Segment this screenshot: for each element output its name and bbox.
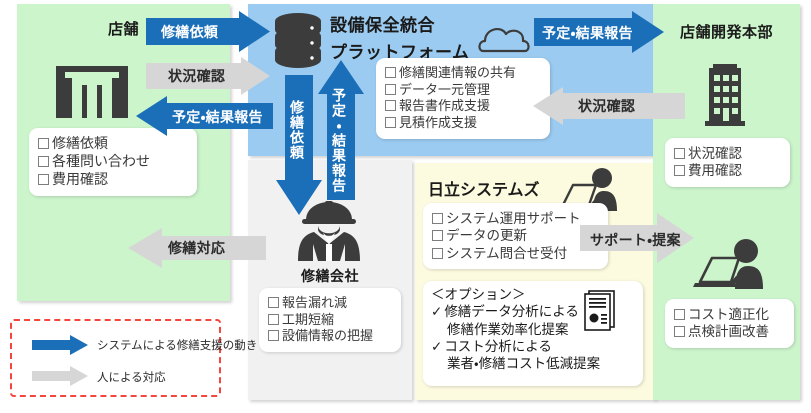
hitachi-note-line: データの更新 <box>432 227 599 244</box>
repair-note-line: 設備情報の把握 <box>268 328 392 345</box>
platform-note-line: 報告書作成支援 <box>385 98 541 115</box>
arrow-label-status-check-left: 状況確認 <box>168 68 226 84</box>
store-note-line: 修繕依頼 <box>38 135 188 153</box>
platform-note-line: データ一元管理 <box>385 82 541 99</box>
option-item-2-line2: 業者・修繕コスト低減提案 <box>447 356 601 372</box>
store-note-line: 費用確認 <box>38 171 188 189</box>
checkbox-icon <box>674 165 685 177</box>
hitachi-note-card: システム運用サポート データの更新 システム問合せ受付 <box>423 203 608 269</box>
hitachi-title: 日立システムズ <box>428 182 540 199</box>
checkbox-icon <box>674 326 685 338</box>
checkbox-icon <box>38 155 49 167</box>
hitachi-note-line: システム運用サポート <box>432 210 599 227</box>
headquarters-note-card: 状況確認 費用確認 <box>665 138 790 187</box>
hq-note-line: 状況確認 <box>674 145 781 162</box>
checkbox-icon <box>38 138 49 149</box>
repair-note-line: 報告漏れ減 <box>268 295 392 312</box>
arrow-label-status-check-right: 状況確認 <box>578 98 636 114</box>
checkbox-icon <box>268 297 279 308</box>
legend-label-human: 人による対応 <box>97 372 166 384</box>
repair-company-title: 修繕会社 <box>301 268 359 284</box>
hitachi-note-line: システム問合せ受付 <box>432 245 599 262</box>
legend-system-arrow-icon <box>32 335 88 355</box>
hq-note2-line: 点検計画改善 <box>674 323 785 340</box>
arrow-platform-to-repair-request <box>276 75 322 215</box>
headquarters-title: 店舗開発本部 <box>679 24 773 41</box>
arrow-platform-to-hq-report <box>534 11 664 53</box>
platform-title: 設備保全統合 プラットフォーム <box>330 11 540 63</box>
arrow-hq-to-platform-status <box>533 87 685 125</box>
platform-note-line: 見積作成支援 <box>385 115 541 132</box>
checkbox-icon <box>385 116 396 128</box>
checkbox-icon <box>268 330 279 342</box>
arrow-label-repair-response: 修繕対応 <box>168 240 226 256</box>
checkbox-icon <box>268 313 279 325</box>
checkbox-icon <box>432 230 443 242</box>
worker-helmet-icon <box>288 200 370 262</box>
arrow-platform-to-store-status <box>146 57 270 95</box>
option-item-1-line1: ✓修繕データ分析による <box>431 304 579 320</box>
legend-human-arrow-icon <box>32 366 88 386</box>
arrow-hitachi-to-hq <box>580 213 694 263</box>
panel-repair-company <box>248 160 412 400</box>
repair-note-line: 工期短縮 <box>268 312 392 329</box>
option-heading: ＜オプション＞ <box>431 287 526 302</box>
arrow-label-support-proposal: サポート・提案 <box>590 232 681 248</box>
headquarters-note-card-2: コスト適正化 点検計画改善 <box>665 299 794 348</box>
repair-company-note-card: 報告漏れ減 工期短縮 設備情報の把握 <box>259 288 401 352</box>
database-icon <box>272 12 324 70</box>
hq-note2-line: コスト適正化 <box>674 306 785 323</box>
option-item-2-line1: ✓コスト分析による <box>431 338 552 354</box>
store-note-line: 各種問い合わせ <box>38 153 188 171</box>
platform-note-line: 修繕関連情報の共有 <box>385 65 541 82</box>
report-document-icon <box>582 288 618 332</box>
cloud-icon <box>477 22 533 54</box>
arrow-label-schedule-result-right: 予定・結果報告 <box>542 25 633 41</box>
arrow-store-to-platform <box>146 11 270 52</box>
checkbox-icon <box>432 247 443 259</box>
arrow-label-repair-request-vertical: 修繕依頼 <box>289 100 305 160</box>
checkbox-icon <box>674 309 685 320</box>
legend-label-system: システムによる修繕支援の動き <box>97 340 258 352</box>
arrow-label-schedule-result-left: 予定・結果報告 <box>172 109 263 125</box>
hq-note-line: 費用確認 <box>674 162 781 179</box>
platform-title-line1: 設備保全統合 <box>330 16 435 35</box>
checkbox-icon <box>385 67 396 78</box>
option-item-1-line2: 修繕作業効率化提案 <box>447 321 569 337</box>
office-building-icon <box>702 63 748 127</box>
checkbox-icon <box>38 173 49 185</box>
person-laptop-icon-hq <box>690 238 768 290</box>
checkbox-icon <box>385 83 396 95</box>
checkbox-icon <box>385 100 396 112</box>
arrow-label-schedule-result-vertical: 予定・結果報告 <box>331 88 347 193</box>
arrow-repair-to-store <box>128 228 266 268</box>
check-mark-icon: ✓ <box>431 304 443 320</box>
checkbox-icon <box>674 148 685 159</box>
platform-title-line2: プラットフォーム <box>330 43 470 62</box>
store-note-card: 修繕依頼 各種問い合わせ 費用確認 <box>29 128 197 196</box>
arrow-platform-to-store-report <box>136 96 273 136</box>
arrow-label-repair-request: 修繕依頼 <box>161 24 219 40</box>
store-title: 店舗 <box>107 21 139 38</box>
checkbox-icon <box>432 213 443 224</box>
platform-note-card: 修繕関連情報の共有 データ一元管理 報告書作成支援 見積作成支援 <box>376 58 550 139</box>
legend-box <box>10 319 221 397</box>
check-mark-icon: ✓ <box>431 338 443 354</box>
storefront-icon <box>52 60 132 122</box>
arrow-repair-to-platform-report <box>318 60 364 200</box>
